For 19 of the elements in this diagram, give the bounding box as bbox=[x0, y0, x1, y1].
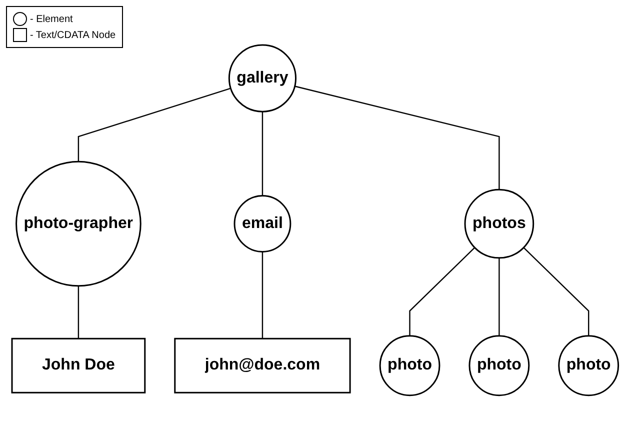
node-circle: photo bbox=[379, 336, 440, 396]
connector bbox=[262, 252, 263, 339]
node-circle: photo bbox=[468, 336, 530, 396]
connector bbox=[78, 88, 231, 162]
node-circle: photos bbox=[464, 189, 534, 259]
node-circle: gallery bbox=[228, 44, 296, 113]
connector bbox=[409, 248, 475, 336]
connector bbox=[294, 86, 500, 190]
node-circle: photo bbox=[558, 336, 619, 396]
node-circle: email bbox=[234, 195, 292, 253]
connector bbox=[498, 258, 500, 336]
connector bbox=[262, 112, 263, 196]
connector bbox=[78, 286, 79, 339]
node-box: John Doe bbox=[11, 338, 146, 394]
connector bbox=[523, 248, 590, 336]
node-circle: photo-grapher bbox=[15, 161, 142, 287]
legend-label: - Element bbox=[30, 14, 73, 24]
legend-label: - Text/CDATA Node bbox=[30, 30, 116, 40]
node-box: john@doe.com bbox=[174, 338, 351, 394]
